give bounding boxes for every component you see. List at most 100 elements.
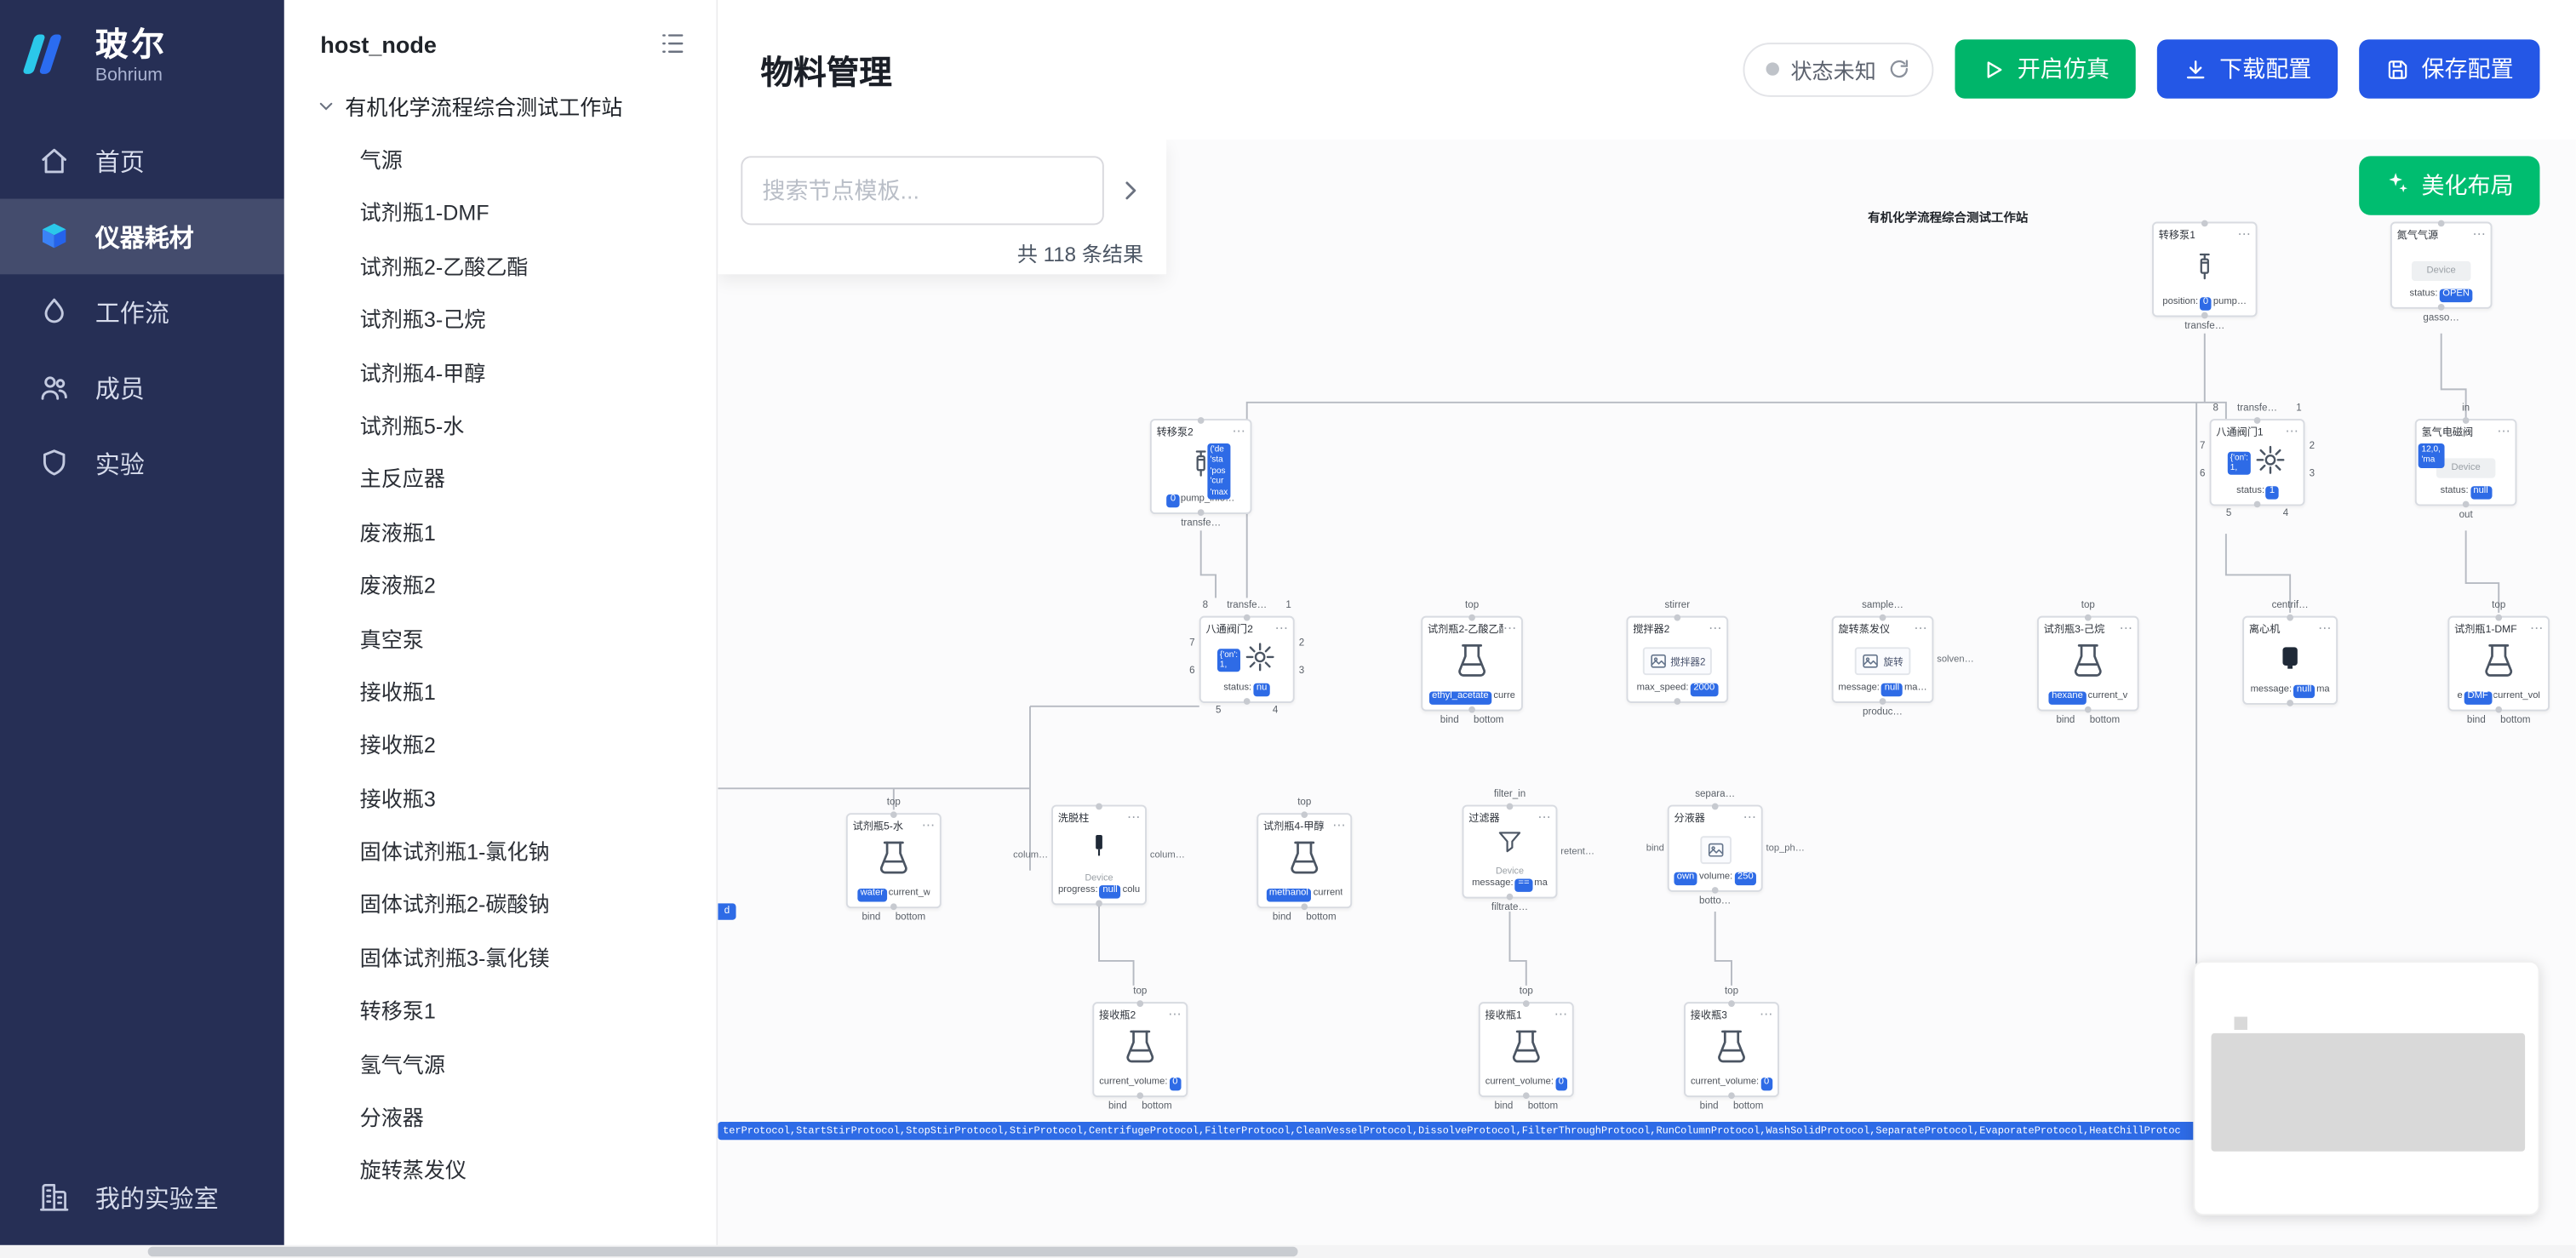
node-card[interactable]: 接收瓶2⋯current_volume:0	[1092, 1000, 1188, 1098]
node-menu-icon[interactable]: ⋯	[1503, 620, 1517, 636]
sidebar-item[interactable]: 工作流	[0, 274, 284, 350]
node-menu-icon[interactable]: ⋯	[2285, 423, 2298, 439]
node-menu-icon[interactable]: ⋯	[2529, 620, 2544, 636]
tree-item[interactable]: 固体试剂瓶3-氯化镁	[359, 946, 550, 971]
refresh-icon[interactable]	[1887, 58, 1910, 81]
tree-item[interactable]: 固体试剂瓶1-氯化钠	[359, 839, 550, 865]
tree-item[interactable]: 废液瓶2	[359, 573, 436, 598]
beautify-layout-button[interactable]: 美化布局	[2359, 156, 2540, 215]
node-menu-icon[interactable]: ⋯	[1232, 423, 1245, 439]
node-card[interactable]: 接收瓶1⋯current_volume:0	[1478, 1000, 1574, 1098]
tree-item[interactable]: 旋转蒸发仪	[359, 1158, 467, 1184]
node-menu-icon[interactable]: ⋯	[2472, 226, 2486, 242]
sidebar-item[interactable]: 实验	[0, 426, 284, 501]
tree-item[interactable]: 真空泵	[359, 626, 424, 652]
tree-item[interactable]: 接收瓶3	[359, 786, 436, 811]
node-menu-icon[interactable]: ⋯	[1274, 620, 1288, 636]
node-menu-icon[interactable]: ⋯	[1708, 620, 1722, 636]
save-config-button[interactable]: 保存配置	[2359, 39, 2540, 99]
tree-item[interactable]: 气源	[359, 147, 403, 173]
tree-item[interactable]: 分液器	[359, 1105, 424, 1130]
sidebar-item[interactable]: 首页	[0, 123, 284, 199]
node-menu-icon[interactable]: ⋯	[1126, 809, 1141, 825]
node-menu-icon[interactable]: ⋯	[1759, 1006, 1773, 1022]
tree-item[interactable]: 接收瓶1	[359, 679, 436, 705]
tree-item[interactable]: 氢气气源	[359, 1052, 446, 1078]
node-menu-icon[interactable]: ⋯	[1554, 1006, 1568, 1022]
tree-item[interactable]: 试剂瓶1-DMF	[359, 201, 489, 226]
tree-item[interactable]: 接收瓶2	[359, 733, 436, 758]
node-menu-icon[interactable]: ⋯	[2237, 226, 2251, 242]
protocol-edge-label[interactable]: terProtocol,StartStirProtocol,StopStirPr…	[718, 1122, 2203, 1141]
node-menu-icon[interactable]: ⋯	[2317, 620, 2332, 636]
node-menu-icon[interactable]: ⋯	[2119, 620, 2132, 636]
tree-item[interactable]: 试剂瓶4-甲醇	[359, 360, 486, 386]
horizontal-scrollbar[interactable]	[0, 1244, 2576, 1258]
tree-root-item[interactable]: 有机化学流程综合测试工作站	[284, 77, 717, 132]
tree-item[interactable]: 试剂瓶3-己烷	[359, 307, 486, 333]
search-input[interactable]	[741, 156, 1104, 226]
collapse-panel-icon[interactable]	[659, 30, 687, 58]
node-menu-icon[interactable]: ⋯	[2497, 423, 2510, 439]
node-menu-icon[interactable]: ⋯	[1168, 1006, 1182, 1022]
scrollbar-thumb[interactable]	[147, 1246, 1298, 1257]
start-simulation-button[interactable]: 开启仿真	[1955, 39, 2136, 99]
minimap[interactable]	[2193, 960, 2540, 1216]
sidebar-item[interactable]: 我的实验室	[0, 1159, 284, 1235]
tree-item[interactable]: 废液瓶1	[359, 520, 436, 546]
node-menu-icon[interactable]: ⋯	[1537, 809, 1551, 825]
node-menu-icon[interactable]: ⋯	[1914, 620, 1927, 636]
sidebar-item[interactable]: 仪器耗材	[0, 198, 284, 275]
node-menu-icon[interactable]: ⋯	[921, 818, 936, 833]
tree-item[interactable]: 主反应器	[359, 466, 446, 492]
tree-item[interactable]: 试剂瓶2-乙酸乙酯	[359, 254, 529, 279]
node-menu-icon[interactable]: ⋯	[1743, 809, 1756, 825]
tree-item[interactable]: 试剂瓶5-水	[359, 414, 465, 439]
brand-logo[interactable]: 玻尔 Bohrium	[0, 0, 284, 123]
status-pill[interactable]: 状态未知	[1743, 42, 1934, 96]
tree-item[interactable]: 转移泵1	[359, 998, 436, 1024]
sidebar-item[interactable]: 成员	[0, 350, 284, 426]
node-card[interactable]: 接收瓶3⋯current_volume:0	[1684, 1000, 1779, 1098]
chevron-right-icon[interactable]	[1117, 177, 1143, 203]
tree-item[interactable]: 固体试剂瓶2-碳酸钠	[359, 892, 550, 918]
node-menu-icon[interactable]: ⋯	[1332, 818, 1346, 833]
